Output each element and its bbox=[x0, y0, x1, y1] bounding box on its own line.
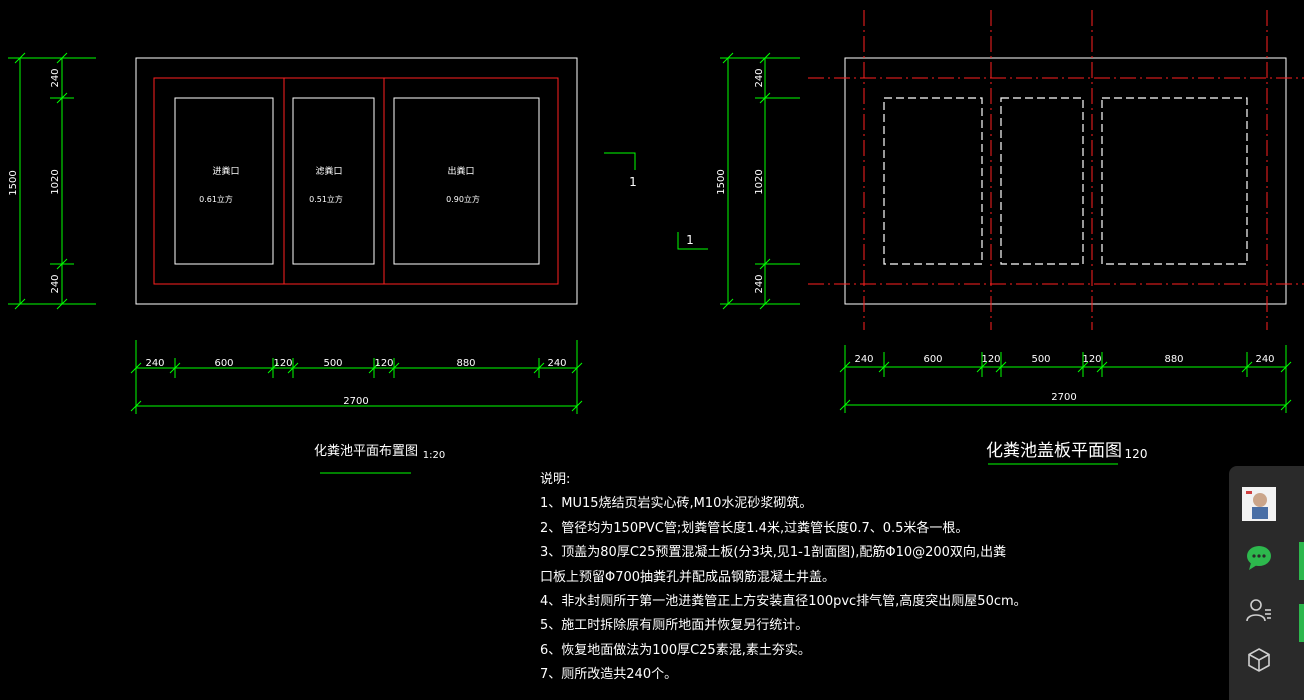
dim-segment: 1020 bbox=[50, 169, 61, 194]
cube-button[interactable] bbox=[1239, 640, 1279, 680]
notes-heading: 说明: bbox=[540, 472, 571, 487]
dim-segment: 240 bbox=[754, 68, 765, 87]
note-line: 2、管径均为150PVC管;划粪管长度1.4米,过粪管长度0.7、0.5米各一根… bbox=[540, 520, 969, 536]
side-accent-bar bbox=[1299, 542, 1304, 580]
dim-segment: 240 bbox=[754, 274, 765, 293]
dim-segment: 120 bbox=[1082, 354, 1101, 365]
dim-segment: 500 bbox=[323, 358, 342, 369]
left-plan: 进粪口 0.61立方 滤粪口 0.51立方 出粪口 0.90立方 1500 24… bbox=[8, 52, 583, 474]
dim-segment: 240 bbox=[145, 358, 164, 369]
dim-segment: 600 bbox=[214, 358, 233, 369]
dim-segment: 120 bbox=[981, 354, 1000, 365]
dim-segment: 880 bbox=[456, 358, 475, 369]
section-marks: 1 1 bbox=[604, 152, 708, 250]
design-notes: 说明: 1、MU15烧结页岩实心砖,M10水泥砂浆砌筑。 2、管径均为150PV… bbox=[540, 468, 1027, 688]
dim-segment: 880 bbox=[1164, 354, 1183, 365]
room-area: 0.90立方 bbox=[446, 194, 480, 204]
dim-segment: 240 bbox=[547, 358, 566, 369]
left-plan-horizontal-dimensions bbox=[130, 340, 583, 414]
right-plan-outer-outline bbox=[844, 57, 1287, 305]
dim-segment: 120 bbox=[374, 358, 393, 369]
dim-segment: 240 bbox=[854, 354, 873, 365]
room-area: 0.61立方 bbox=[199, 194, 233, 204]
right-plan-axis-lines bbox=[808, 10, 1304, 330]
side-accent-bar bbox=[1299, 604, 1304, 642]
dim-segment: 240 bbox=[1255, 354, 1274, 365]
right-plan: 1500 240 1020 240 240 60 bbox=[716, 10, 1304, 465]
right-plan-title: 化粪池盖板平面图 bbox=[986, 441, 1122, 461]
section-mark-top bbox=[604, 152, 636, 170]
section-mark-bottom bbox=[677, 232, 708, 250]
right-plan-horizontal-dimensions bbox=[839, 345, 1292, 413]
right-plan-vertical-dimensions bbox=[720, 52, 800, 310]
cover-slab-3 bbox=[1101, 97, 1248, 265]
room-name: 进粪口 bbox=[212, 165, 239, 177]
dim-segment: 240 bbox=[50, 274, 61, 293]
chat-icon bbox=[1247, 546, 1271, 570]
left-plan-scale: 1:20 bbox=[423, 450, 445, 461]
note-line: 3、顶盖为80厚C25预置混凝土板(分3块,见1-1剖面图),配筋Φ10@200… bbox=[540, 545, 1007, 561]
avatar-icon bbox=[1242, 487, 1276, 521]
room-area: 0.51立方 bbox=[309, 194, 343, 204]
contacts-icon bbox=[1246, 599, 1271, 622]
right-plan-scale: 120 bbox=[1125, 447, 1148, 461]
section-mark-label: 1 bbox=[629, 175, 637, 189]
left-plan-wall-outline bbox=[153, 77, 559, 285]
side-toolbar bbox=[1229, 466, 1304, 700]
contacts-button[interactable] bbox=[1239, 590, 1279, 630]
room-name: 出粪口 bbox=[447, 165, 474, 177]
section-mark-label: 1 bbox=[686, 233, 694, 247]
note-line: 口板上预留Φ700抽粪孔并配成品钢筋混凝土井盖。 bbox=[540, 569, 836, 585]
cube-icon bbox=[1248, 648, 1270, 672]
dim-segment: 1020 bbox=[754, 169, 765, 194]
dim-segment: 120 bbox=[273, 358, 292, 369]
dim-segment: 240 bbox=[50, 68, 61, 87]
dim-segment: 600 bbox=[923, 354, 942, 365]
left-plan-chamber-2 bbox=[292, 97, 375, 265]
left-plan-title: 化粪池平面布置图 bbox=[314, 444, 418, 459]
dim-segment: 500 bbox=[1031, 354, 1050, 365]
left-plan-chamber-1 bbox=[174, 97, 274, 265]
avatar-button[interactable] bbox=[1239, 484, 1279, 524]
left-plan-chamber-3 bbox=[393, 97, 540, 265]
cover-slab-2 bbox=[1000, 97, 1084, 265]
cover-slab-1 bbox=[883, 97, 983, 265]
chat-button[interactable] bbox=[1239, 538, 1279, 578]
dim-total-height: 1500 bbox=[716, 169, 727, 194]
note-line: 6、恢复地面做法为100厚C25素混,素土夯实。 bbox=[540, 642, 811, 658]
note-line: 7、厕所改造共240个。 bbox=[540, 667, 678, 683]
left-plan-vertical-dimensions bbox=[8, 52, 96, 310]
note-line: 5、施工时拆除原有厕所地面并恢复另行统计。 bbox=[540, 618, 809, 634]
note-line: 1、MU15烧结页岩实心砖,M10水泥砂浆砌筑。 bbox=[540, 496, 813, 512]
dim-total-width: 2700 bbox=[343, 396, 368, 407]
dim-total-width: 2700 bbox=[1051, 392, 1076, 403]
note-line: 4、非水封厕所于第一池进粪管正上方安装直径100pvc排气管,高度突出厕屋50c… bbox=[540, 594, 1027, 610]
left-plan-outer-outline bbox=[135, 57, 578, 305]
right-plan-cover-slabs bbox=[883, 97, 1248, 265]
dim-total-height: 1500 bbox=[8, 170, 19, 195]
room-name: 滤粪口 bbox=[315, 165, 342, 177]
